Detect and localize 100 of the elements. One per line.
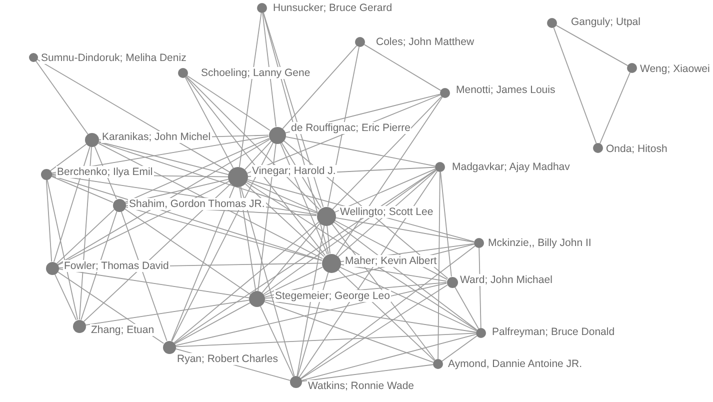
connector-line bbox=[260, 306, 294, 378]
node-dot bbox=[446, 276, 458, 288]
node-dot bbox=[268, 126, 286, 144]
connector-line bbox=[98, 142, 318, 214]
connector-line bbox=[302, 364, 434, 382]
connector-line bbox=[239, 186, 256, 292]
connector-line bbox=[264, 266, 323, 296]
connector-line bbox=[50, 144, 87, 172]
node-dot bbox=[40, 168, 52, 180]
node-dot bbox=[46, 262, 58, 274]
connector-line bbox=[438, 172, 440, 360]
name-label: Zhang; Etuan bbox=[90, 324, 156, 336]
node-dot bbox=[433, 359, 443, 369]
connector-line bbox=[442, 335, 478, 362]
connector-line bbox=[340, 264, 448, 282]
connector-line bbox=[36, 58, 230, 172]
connector-line bbox=[124, 138, 270, 203]
node-dot bbox=[355, 37, 365, 47]
connector-line bbox=[124, 206, 322, 261]
connector-line bbox=[263, 169, 436, 295]
connector-line bbox=[56, 209, 115, 264]
connector-line bbox=[333, 221, 478, 330]
name-label: Berchenko; Ilya Emil bbox=[56, 166, 154, 178]
connector-line bbox=[53, 146, 90, 262]
node-dot bbox=[476, 328, 486, 338]
node-dot bbox=[290, 376, 302, 388]
connector-line bbox=[244, 183, 324, 257]
connector-line bbox=[186, 75, 270, 131]
connector-line bbox=[186, 76, 326, 256]
node-dot bbox=[322, 254, 340, 272]
node-dot bbox=[162, 340, 176, 354]
connector-line bbox=[284, 136, 436, 166]
connector-line bbox=[174, 302, 250, 344]
connector-line bbox=[84, 300, 250, 326]
node-dot bbox=[257, 3, 267, 13]
connector-line bbox=[58, 268, 250, 298]
connector-line bbox=[186, 76, 320, 210]
connector-line bbox=[120, 210, 168, 342]
name-label: Shahim, Gordon Thomas JR. bbox=[128, 198, 266, 210]
name-label: Vinegar; Harold J. bbox=[251, 165, 337, 177]
name-label: Aymond, Dannie Antoine JR. bbox=[447, 358, 584, 370]
name-label: Ganguly; Utpal bbox=[570, 16, 642, 28]
connector-line bbox=[440, 172, 452, 277]
connector-line bbox=[240, 186, 295, 377]
name-label: Maher; Kevin Albert bbox=[344, 255, 438, 267]
node-dot bbox=[474, 238, 484, 248]
connector-line bbox=[364, 44, 442, 91]
connector-line bbox=[238, 12, 262, 168]
node-dot bbox=[249, 291, 265, 307]
connector-line bbox=[334, 217, 475, 243]
connector-line bbox=[556, 25, 628, 66]
connector-line bbox=[258, 143, 276, 292]
name-label: Palfreyman; Bruce Donald bbox=[491, 326, 616, 338]
connector-line bbox=[246, 182, 478, 331]
connector-line bbox=[35, 60, 88, 135]
connector-line bbox=[174, 169, 436, 344]
connector-line bbox=[600, 72, 630, 144]
node-dot bbox=[627, 63, 637, 73]
connector-line bbox=[297, 272, 329, 377]
connector-line bbox=[80, 210, 118, 320]
node-dot bbox=[112, 198, 126, 212]
node-dot bbox=[593, 143, 603, 153]
name-label: Mckinzie,, Billy John II bbox=[487, 237, 592, 249]
connector-line bbox=[262, 222, 320, 294]
name-label: Karanikas; John Michel bbox=[101, 131, 212, 143]
name-label: de Rouffignac; Eric Pierre bbox=[290, 122, 412, 134]
connector-line bbox=[264, 301, 434, 363]
name-label: Watkins; Ronnie Wade bbox=[307, 380, 416, 392]
connector-line bbox=[246, 180, 318, 213]
connector-line bbox=[454, 286, 479, 330]
name-label: Schoeling; Lanny Gene bbox=[200, 67, 312, 79]
connector-line bbox=[174, 282, 448, 346]
node-dot bbox=[85, 133, 99, 147]
connector-line bbox=[262, 12, 276, 127]
node-dot bbox=[440, 88, 450, 98]
connector-line bbox=[171, 186, 235, 342]
name-label: Menotti; James Louis bbox=[455, 84, 556, 96]
connector-line bbox=[124, 208, 251, 295]
name-label: Ryan; Robert Charles bbox=[176, 353, 279, 365]
node-dot bbox=[178, 68, 188, 78]
connector-line bbox=[244, 140, 272, 170]
name-label: Weng; Xiaowei bbox=[639, 63, 711, 75]
name-label: Onda; Hitosh bbox=[605, 143, 668, 155]
connector-line bbox=[57, 138, 270, 266]
connector-line bbox=[46, 179, 52, 262]
node-dot bbox=[435, 162, 445, 172]
name-label: Stegemeier; George Leo bbox=[274, 290, 391, 302]
connector-line bbox=[301, 334, 477, 381]
name-label: Madgavkar; Ajay Madhav bbox=[451, 161, 571, 173]
connector-line bbox=[98, 141, 229, 175]
connector-line bbox=[332, 96, 442, 210]
node-dot bbox=[72, 320, 86, 332]
connector-line bbox=[175, 332, 476, 348]
connector-line bbox=[50, 175, 322, 261]
connector-line bbox=[300, 246, 476, 379]
connector-line bbox=[339, 266, 477, 332]
connector-line bbox=[326, 225, 330, 254]
node-dot bbox=[28, 52, 38, 62]
connector-line bbox=[282, 45, 358, 130]
name-label: Wellingto; Scott Lee bbox=[339, 206, 434, 218]
